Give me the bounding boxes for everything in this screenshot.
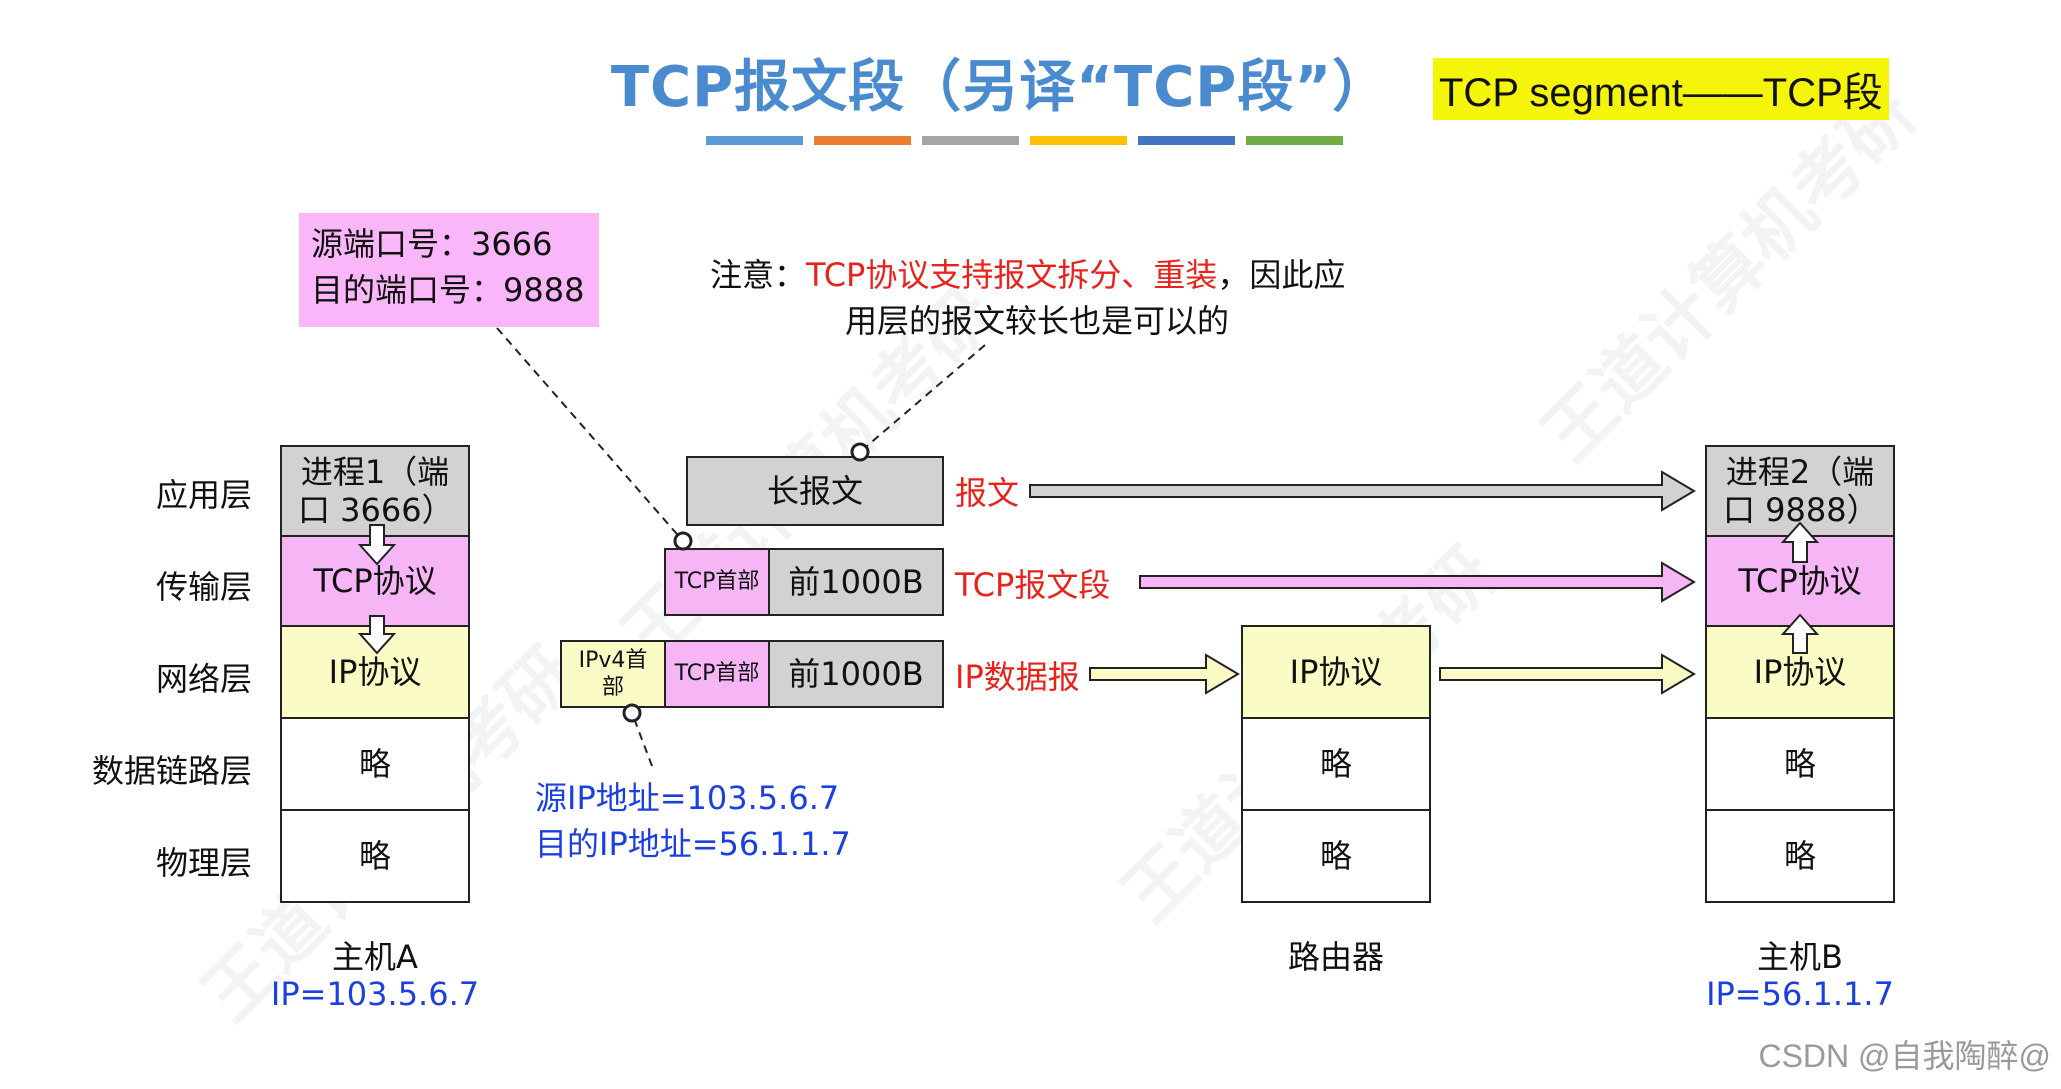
source-ip-text: 源IP地址=103.5.6.7: [535, 779, 840, 817]
port-callout: 源端口号：3666 目的端口号：9888: [299, 213, 599, 327]
layer-label-physical: 物理层: [155, 844, 252, 882]
color-bar-segment: [814, 136, 911, 145]
highlight-label: TCP segment——TCP段: [1433, 58, 1889, 120]
port-leader-line: [496, 327, 693, 551]
segment-body: 前1000B: [768, 548, 944, 616]
color-bar-segment: [1246, 136, 1343, 145]
color-bar-segment: [922, 136, 1019, 145]
ip-callout: 源IP地址=103.5.6.7 目的IP地址=56.1.1.7: [535, 775, 851, 868]
message-label: 报文: [955, 474, 1020, 512]
layer-label-datalink: 数据链路层: [91, 752, 252, 790]
hostA-physical-cell: 略: [280, 809, 470, 903]
note-prefix: 注意：: [710, 256, 807, 294]
note-suffix: ，因此应: [1217, 256, 1346, 294]
dest-port-text: 目的端口号：9888: [311, 271, 585, 310]
router-name: 路由器: [1287, 938, 1384, 976]
page-title: TCP报文段（另译“TCP段”）: [610, 55, 1390, 120]
layer-label-application: 应用层: [155, 476, 252, 514]
segment-tcp-header: TCP首部: [664, 548, 770, 616]
color-bar-segment: [1030, 136, 1127, 145]
datagram-ip-header: IPv4首部: [560, 640, 666, 708]
color-bar-segment: [1138, 136, 1235, 145]
hostA-name: 主机A: [332, 938, 418, 976]
color-bar-segment: [706, 136, 803, 145]
datagram-arrow-to-hostB: [1439, 653, 1696, 695]
hostB-ip: IP=56.1.1.7: [1706, 975, 1894, 1013]
datagram-label: IP数据报: [955, 658, 1080, 696]
note-line2: 用层的报文较长也是可以的: [845, 302, 1230, 341]
hostB-transport-cell: TCP协议: [1705, 535, 1895, 627]
layer-label-network: 网络层: [155, 660, 252, 698]
source-port-text: 源端口号：3666: [311, 225, 553, 263]
note: 注意：TCP协议支持报文拆分、重装，因此应 用层的报文较长也是可以的: [710, 252, 1430, 345]
hostA-ip: IP=103.5.6.7: [270, 975, 480, 1013]
hostB-application-cell: 进程2（端口 9888）: [1705, 445, 1895, 537]
hostB-physical-cell: 略: [1705, 809, 1895, 903]
note-highlight: TCP协议支持报文拆分、重装: [806, 256, 1218, 294]
hostB-datalink-cell: 略: [1705, 717, 1895, 811]
segment-label: TCP报文段: [955, 566, 1111, 604]
watermark: 王道计算机考研: [1526, 72, 1932, 477]
footer-credit: CSDN @自我陶醉@: [1758, 1038, 2051, 1074]
datagram-arrow-to-router: [1089, 653, 1240, 695]
datagram-tcp-header: TCP首部: [664, 640, 770, 708]
hostA-application-cell: 进程1（端口 3666）: [280, 445, 470, 537]
message-arrow: [1029, 470, 1696, 512]
hostB-name: 主机B: [1757, 938, 1843, 976]
hostA-datalink-cell: 略: [280, 717, 470, 811]
hostA-transport-cell: TCP协议: [280, 535, 470, 627]
dest-ip-text: 目的IP地址=56.1.1.7: [535, 825, 851, 864]
message-body: 长报文: [686, 456, 944, 526]
router-physical-cell: 略: [1241, 809, 1431, 903]
router-network-cell: IP协议: [1241, 625, 1431, 719]
layer-label-transport: 传输层: [155, 568, 252, 606]
hostA-network-cell: IP协议: [280, 625, 470, 719]
datagram-body: 前1000B: [768, 640, 944, 708]
router-datalink-cell: 略: [1241, 717, 1431, 811]
ip-leader-line: [622, 703, 653, 767]
hostB-network-cell: IP协议: [1705, 625, 1895, 719]
